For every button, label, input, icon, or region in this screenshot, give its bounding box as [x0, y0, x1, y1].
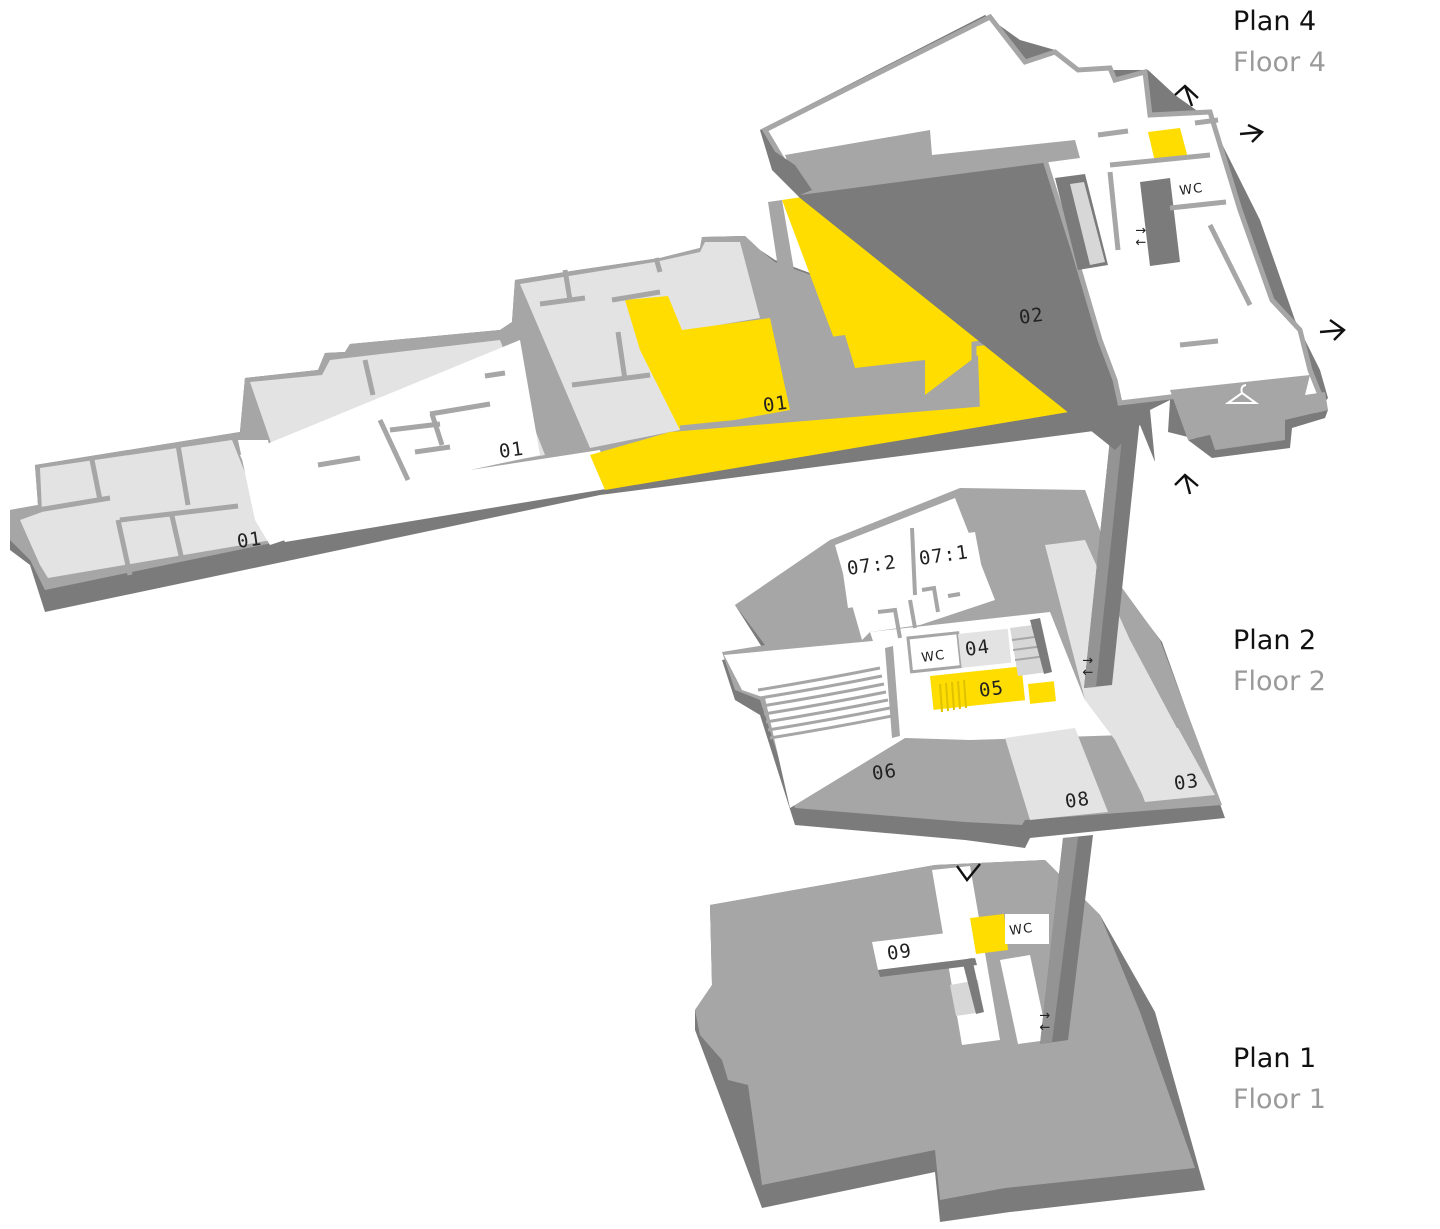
coat-check-shadow — [1188, 410, 1328, 458]
floor-4-elevator-block — [1140, 178, 1180, 266]
floor-4-north-wing-top[interactable] — [761, 13, 1324, 420]
floor-2-stairs-wall — [1030, 618, 1052, 674]
floor-1-subtitle: Floor 1 — [1233, 1084, 1326, 1115]
floor-2-plan: 07:2 07:1 WC 04 05 06 08 03 — [722, 488, 1225, 848]
floor-4-north-slab — [785, 130, 1080, 195]
room-06-label: 06 — [871, 760, 899, 785]
elevator-shaft-upper-face — [1084, 419, 1124, 688]
floor-1-arrow-icon[interactable] — [956, 863, 981, 882]
floor-1-plan: 09 WC — [695, 860, 1205, 1222]
room-05-stripes — [939, 679, 967, 713]
room-01-label-a: 01 — [762, 392, 790, 417]
floor-4-north-slab-side — [760, 130, 812, 195]
room-05-label: 05 — [978, 677, 1006, 702]
floor-1-title: Plan 1 — [1233, 1043, 1317, 1074]
floor-4-wc-label: WC — [1178, 181, 1204, 199]
room-04-area[interactable] — [957, 628, 1012, 668]
floor-1-wc-box[interactable] — [1005, 914, 1049, 944]
elevator-shaft-lower-face — [1040, 837, 1078, 1044]
room-05-annex[interactable] — [1028, 681, 1056, 704]
floor-4-west-rooms[interactable] — [20, 440, 272, 578]
floor-1-wc-label: WC — [1008, 921, 1034, 939]
floor-2-wc-box[interactable] — [906, 631, 963, 674]
room-08-label: 08 — [1064, 788, 1092, 813]
room-09-wall — [878, 958, 977, 977]
floor-4-subtitle: Floor 4 — [1233, 47, 1326, 78]
room-01-label-c: 01 — [236, 528, 264, 553]
floor-4-wc-box[interactable] — [1172, 171, 1219, 204]
floor-4-legend[interactable]: Plan 4 Floor 4 — [1233, 1, 1326, 83]
room-09-area[interactable] — [872, 930, 975, 970]
floor-1-highlight[interactable] — [970, 914, 1008, 954]
room-09-label: 09 — [886, 940, 914, 965]
floor-1-legend[interactable]: Plan 1 Floor 1 — [1233, 1038, 1326, 1120]
floor-1-stairs-well — [962, 958, 984, 1014]
floor-2-elevator-icon: ↑↓ — [1079, 655, 1094, 679]
coat-hanger-icon — [1224, 384, 1260, 404]
room-07-1-area[interactable] — [915, 532, 985, 592]
room-03-label: 03 — [1173, 770, 1201, 795]
floor-4-dark-block-2 — [768, 200, 818, 412]
rooms-07-walls — [877, 527, 961, 639]
floor-4-arrow-south-stem — [1183, 474, 1192, 495]
coat-check-block[interactable] — [1170, 375, 1328, 450]
floor-4-arrow-east-top-stem — [1239, 130, 1263, 136]
corridor-highlight[interactable] — [590, 398, 1110, 490]
auditorium-seats — [757, 666, 893, 740]
floor-4-title: Plan 4 — [1233, 6, 1317, 37]
floor-4-yellow-small[interactable] — [1148, 128, 1188, 162]
floor-1-elevator-icon: ↑↓ — [1036, 1010, 1051, 1034]
floor-2-title: Plan 2 — [1233, 625, 1317, 656]
floor-4-arrow-east-stem — [1319, 328, 1345, 334]
room-07-2-area[interactable] — [840, 540, 915, 608]
floor-2-wc-label: WC — [920, 648, 946, 666]
floor-4-interior-walls — [37, 257, 761, 576]
floor-4-dark-block-1 — [808, 335, 925, 412]
floor-1-corridor-east[interactable] — [1000, 955, 1048, 1044]
room-01-highlight[interactable] — [625, 296, 790, 430]
room-01-label-b: 01 — [498, 438, 526, 463]
room-03-lower[interactable] — [1120, 728, 1215, 802]
floor-4-plan: ↑↓ 01 01 01 02 WC — [10, 13, 1346, 612]
room-08-area[interactable] — [1005, 728, 1108, 820]
floor-2-legend[interactable]: Plan 2 Floor 2 — [1233, 620, 1326, 702]
floor-2-subtitle: Floor 2 — [1233, 666, 1326, 697]
floor-4-arrow-north-stem — [1183, 85, 1194, 107]
floor-4-north-walls — [1097, 117, 1253, 348]
floor-4-elevator-icon: ↑↓ — [1132, 225, 1147, 249]
room-02-label: 02 — [1018, 304, 1046, 329]
floor-4-stairs-icon — [1070, 182, 1105, 265]
room-04-label: 04 — [964, 636, 992, 661]
auditorium-wall — [885, 646, 900, 738]
floor-4-main-corridor[interactable] — [240, 340, 612, 542]
floor-4-corridor-west[interactable] — [238, 440, 285, 545]
